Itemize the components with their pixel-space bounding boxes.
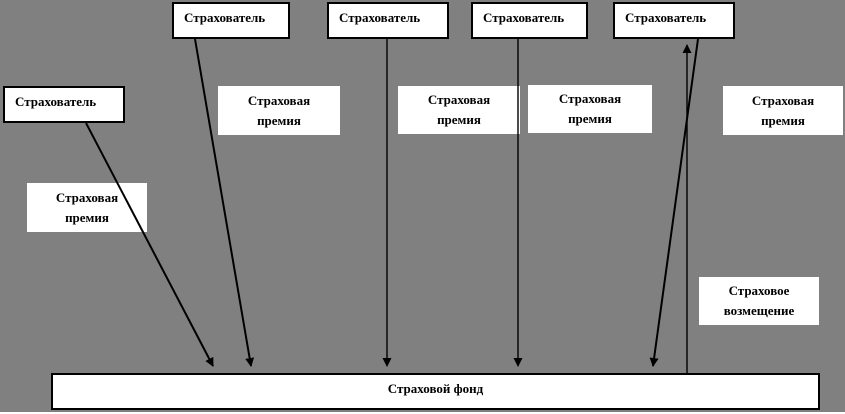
premium-label-5: Страховая премия [723, 86, 843, 135]
policyholder-box-1: Страхователь [172, 2, 290, 39]
premium-arrow-left-to-fund [85, 122, 214, 367]
premium-label-1: Страховая премия [27, 183, 147, 232]
compensation-label: Страховое возмещение [699, 277, 819, 325]
policyholder-label: Страхователь [625, 10, 707, 25]
compensation-label-line1: Страховое [728, 283, 790, 298]
premium-label-line1: Страховая [558, 91, 622, 106]
premium-label-line2: премия [568, 111, 612, 126]
insurance-fund-label: Страховой фонд [387, 380, 484, 396]
premium-label-2: Страховая премия [218, 86, 340, 135]
premium-label-line1: Страховая [55, 189, 119, 205]
policyholder-box-4: Страхователь [613, 2, 735, 39]
premium-label-3: Страховая премия [398, 86, 520, 134]
policyholder-box-3: Страхователь [471, 2, 588, 39]
premium-arrow-4-to-fund [649, 38, 699, 367]
premium-label-line1: Страховая [751, 92, 815, 108]
compensation-label-line2: возмещение [723, 303, 795, 318]
policyholder-label: Страхователь [184, 10, 266, 25]
premium-label-line2: премия [437, 112, 481, 127]
premium-label-4: Страховая премия [528, 85, 652, 133]
premium-label-line1: Страховая [427, 92, 491, 107]
page-edge-strip [0, 412, 845, 414]
premium-label-line1: Страховая [247, 92, 311, 108]
premium-label-line2: премия [761, 112, 805, 128]
policyholder-label: Страхователь [339, 10, 421, 25]
premium-label-line2: премия [257, 112, 301, 128]
policyholder-label: Страхователь [483, 10, 565, 25]
policyholder-box-2: Страхователь [327, 2, 449, 39]
insurance-fund-box: Страховой фонд [51, 373, 820, 410]
policyholder-box-left: Страхователь [3, 86, 125, 123]
policyholder-label: Страхователь [15, 94, 97, 109]
premium-label-line2: премия [65, 209, 109, 225]
